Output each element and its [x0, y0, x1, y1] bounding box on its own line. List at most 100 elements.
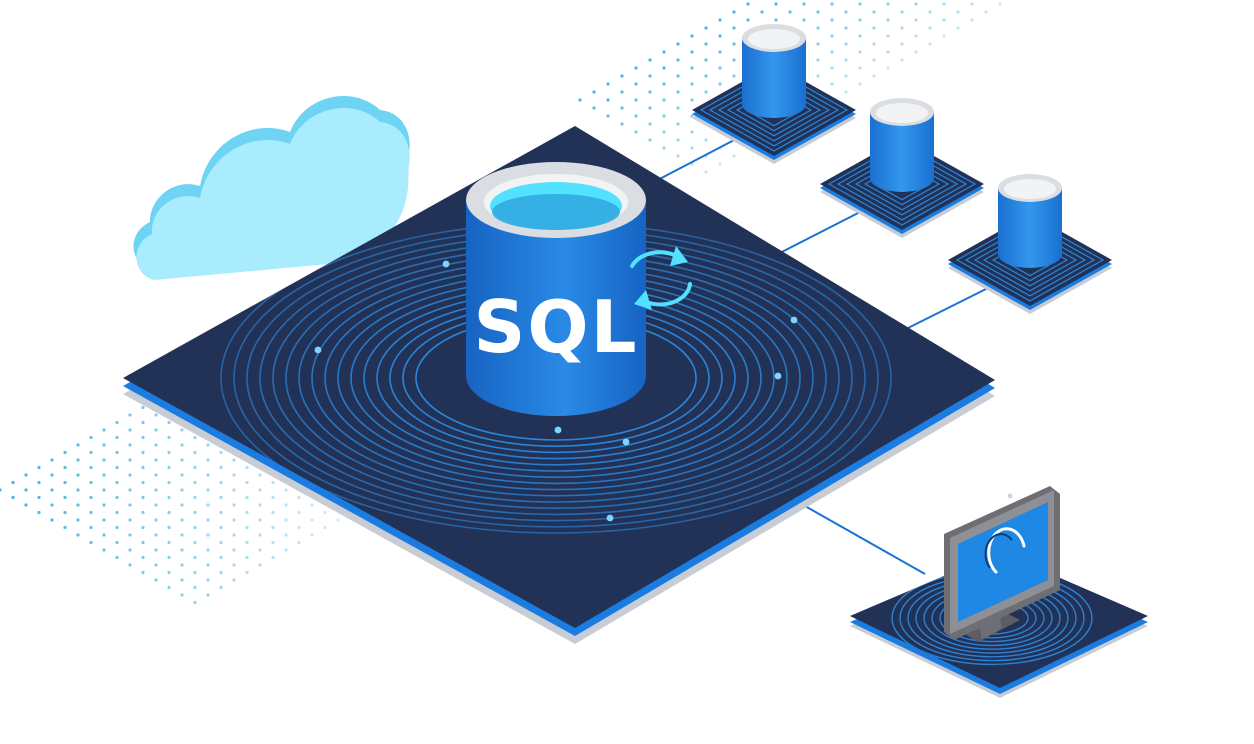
grid-dot [844, 58, 848, 62]
grid-dot [115, 465, 119, 470]
grid-dot [245, 510, 249, 515]
grid-dot [193, 525, 197, 530]
grid-dot [115, 420, 119, 425]
grid-dot [11, 480, 15, 485]
grid-dot [232, 488, 236, 492]
grid-dot [258, 548, 262, 552]
grid-dot [128, 443, 132, 447]
grid-dot [998, 2, 1002, 6]
grid-dot [76, 473, 80, 477]
grid-dot [102, 443, 106, 447]
grid-dot [970, 2, 974, 6]
sql-label: SQL [474, 285, 639, 369]
grid-dot [634, 98, 638, 102]
grid-dot [297, 510, 301, 515]
grid-dot [323, 510, 327, 515]
grid-dot [844, 26, 848, 30]
grid-dot [193, 495, 197, 500]
grid-dot [732, 154, 736, 158]
grid-dot [141, 495, 145, 500]
grid-dot [219, 540, 223, 545]
grid-dot [620, 74, 624, 78]
grid-dot [115, 495, 119, 500]
grid-dot [154, 578, 158, 582]
grid-dot [676, 106, 680, 110]
grid-dot [219, 525, 223, 530]
grid-dot [102, 518, 106, 522]
grid-dot [690, 146, 694, 150]
grid-dot [704, 58, 708, 62]
grid-dot [206, 563, 210, 567]
grid-dot [206, 473, 210, 477]
grid-dot [245, 465, 249, 470]
grid-dot [774, 18, 778, 22]
grid-dot [676, 122, 680, 126]
grid-dot [872, 42, 876, 46]
grid-dot [180, 518, 184, 522]
sync-icon [630, 246, 692, 310]
grid-dot [154, 518, 158, 522]
grid-dot [193, 465, 197, 470]
ring-dot [314, 346, 322, 354]
grid-dot [141, 525, 145, 530]
grid-dot [206, 533, 210, 537]
grid-dot [206, 458, 210, 462]
grid-dot [662, 114, 666, 118]
grid-dot [970, 18, 974, 22]
database-node-2 [820, 98, 984, 238]
grid-dot [816, 58, 820, 62]
grid-dot [89, 540, 93, 545]
grid-dot [648, 106, 652, 110]
grid-dot [115, 450, 119, 455]
grid-dot [154, 488, 158, 492]
grid-dot [900, 26, 904, 30]
grid-dot [310, 533, 314, 537]
grid-dot [816, 42, 820, 46]
grid-dot [245, 495, 249, 500]
grid-dot [167, 540, 171, 545]
grid-dot [830, 82, 834, 86]
grid-dot [858, 50, 862, 54]
grid-dot [662, 50, 666, 54]
grid-dot [141, 420, 145, 425]
grid-dot [676, 74, 680, 78]
connector-line [804, 505, 926, 575]
grid-dot [219, 465, 223, 470]
grid-dot [704, 170, 708, 174]
grid-dot [76, 518, 80, 522]
grid-dot [704, 74, 708, 78]
grid-dot [245, 480, 249, 485]
grid-dot [258, 533, 262, 537]
grid-dot [718, 34, 722, 38]
grid-dot [732, 10, 736, 14]
grid-dot [297, 495, 301, 500]
grid-dot [219, 450, 223, 455]
grid-dot [89, 495, 93, 500]
grid-dot [732, 74, 736, 78]
grid-dot [578, 98, 582, 102]
grid-dot [284, 518, 288, 522]
grid-dot [271, 495, 275, 500]
ring-dot [554, 426, 562, 434]
grid-dot [128, 413, 132, 417]
grid-dot [271, 480, 275, 485]
grid-dot [310, 518, 314, 522]
grid-dot [271, 510, 275, 515]
grid-dot [63, 480, 67, 485]
grid-dot [37, 510, 41, 515]
grid-dot [102, 458, 106, 462]
grid-dot [704, 138, 708, 142]
grid-dot [284, 533, 288, 537]
grid-dot [11, 495, 15, 500]
grid-dot [690, 114, 694, 118]
monitor-screen [958, 502, 1048, 622]
loading-icon [987, 527, 1026, 574]
grid-dot [115, 540, 119, 545]
grid-dot [844, 42, 848, 46]
grid-dot [704, 42, 708, 46]
grid-dot [310, 503, 314, 507]
grid-dot [245, 570, 249, 575]
grid-dot [206, 443, 210, 447]
grid-dot [718, 82, 722, 86]
grid-dot [63, 450, 67, 455]
